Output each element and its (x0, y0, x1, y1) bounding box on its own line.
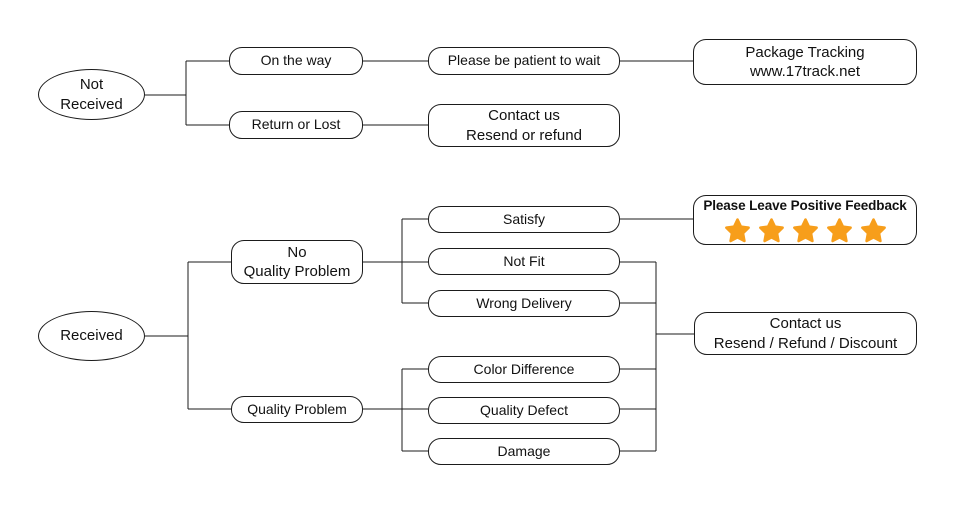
node-no-quality-problem-line1: No (287, 243, 307, 261)
star-icon[interactable] (826, 217, 852, 243)
node-return-or-lost[interactable]: Return or Lost (229, 111, 363, 139)
node-please-be-patient[interactable]: Please be patient to wait (428, 47, 620, 75)
node-received[interactable]: Received (38, 311, 145, 361)
node-satisfy[interactable]: Satisfy (428, 206, 620, 233)
node-not-fit-label: Not Fit (503, 252, 545, 269)
node-contact-resend-refund-line2: Resend or refund (466, 126, 582, 144)
node-no-quality-problem-line2: Quality Problem (243, 263, 351, 280)
node-wrong-delivery-label: Wrong Delivery (476, 294, 572, 311)
node-damage-label: Damage (497, 442, 551, 459)
node-not-received[interactable]: Not Received (38, 69, 145, 120)
node-contact-resend-refund-line1: Contact us (488, 107, 560, 125)
node-on-the-way[interactable]: On the way (229, 47, 363, 75)
node-satisfy-label: Satisfy (502, 210, 545, 227)
node-color-difference[interactable]: Color Difference (428, 356, 620, 383)
node-positive-feedback[interactable]: Please Leave Positive Feedback (693, 195, 917, 245)
star-icon[interactable] (792, 217, 818, 243)
node-contact-resend-refund-discount-line2: Resend / Refund / Discount (713, 334, 898, 352)
node-not-received-line2: Received (60, 95, 123, 113)
node-positive-feedback-title: Please Leave Positive Feedback (703, 198, 907, 214)
node-return-or-lost-label: Return or Lost (251, 116, 341, 133)
star-rating[interactable] (724, 217, 886, 243)
node-quality-defect[interactable]: Quality Defect (428, 397, 620, 424)
node-on-the-way-label: On the way (260, 52, 332, 69)
node-quality-problem[interactable]: Quality Problem (231, 396, 363, 423)
node-contact-resend-refund-discount[interactable]: Contact us Resend / Refund / Discount (694, 312, 917, 355)
node-damage[interactable]: Damage (428, 438, 620, 465)
node-color-difference-label: Color Difference (473, 360, 575, 377)
node-not-received-line1: Not (79, 76, 104, 94)
node-no-quality-problem[interactable]: No Quality Problem (231, 240, 363, 284)
node-contact-resend-refund-discount-line1: Contact us (769, 315, 842, 333)
node-quality-defect-label: Quality Defect (480, 401, 568, 418)
node-received-label: Received (60, 327, 123, 345)
node-package-tracking-line2: www.17track.net (749, 63, 861, 80)
star-icon[interactable] (860, 217, 886, 243)
star-icon[interactable] (758, 217, 784, 243)
node-quality-problem-label: Quality Problem (247, 400, 347, 417)
node-not-fit[interactable]: Not Fit (428, 248, 620, 275)
node-please-be-patient-label: Please be patient to wait (447, 52, 601, 69)
node-package-tracking[interactable]: Package Tracking www.17track.net (693, 39, 917, 85)
node-wrong-delivery[interactable]: Wrong Delivery (428, 290, 620, 317)
star-icon[interactable] (724, 217, 750, 243)
node-package-tracking-line1: Package Tracking (745, 43, 865, 61)
node-contact-resend-refund[interactable]: Contact us Resend or refund (428, 104, 620, 147)
